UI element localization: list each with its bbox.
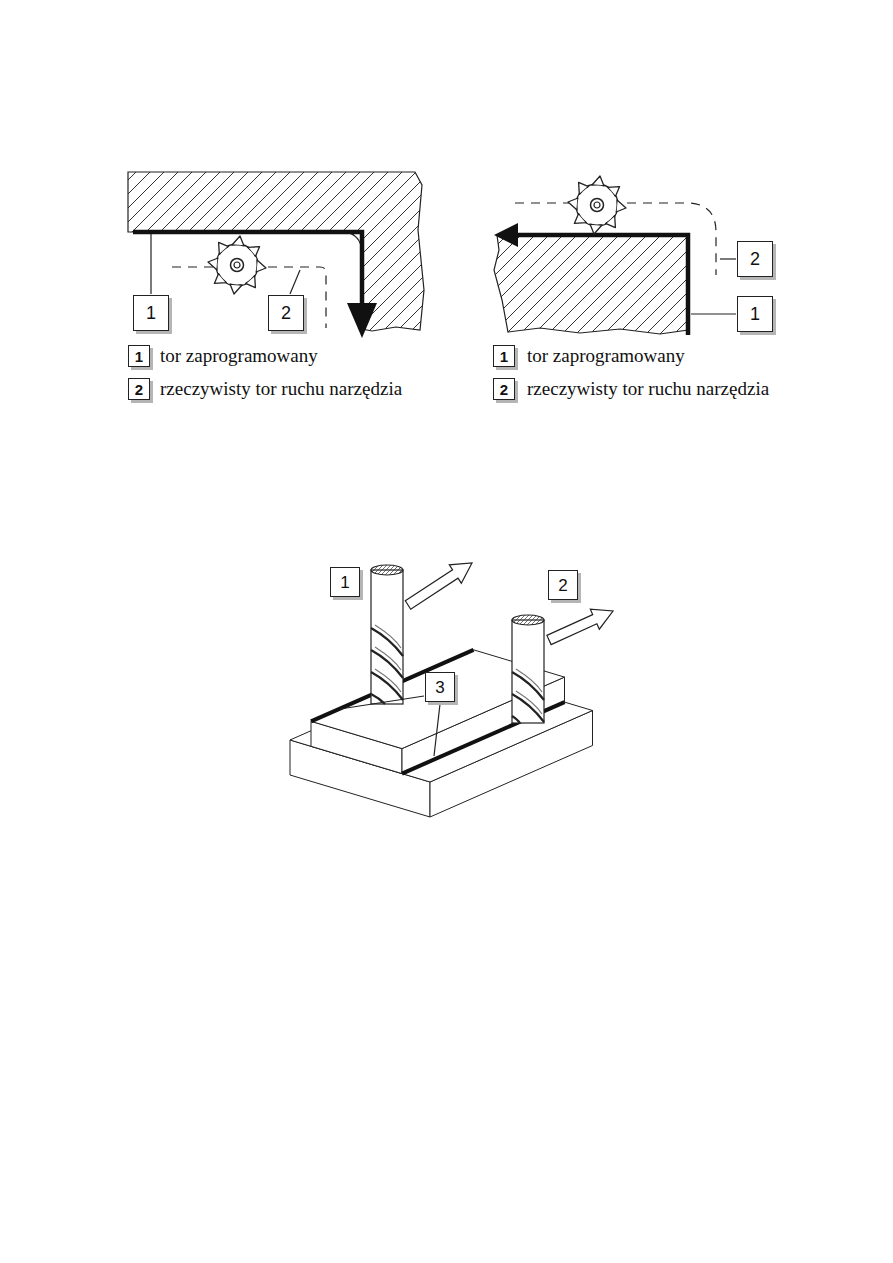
callout-box: 2 xyxy=(493,378,515,400)
callout-box: 2 xyxy=(268,295,304,331)
callout-box: 1 xyxy=(330,567,360,597)
legend-text: rzeczywisty tor ruchu narzędzia xyxy=(160,378,402,400)
end-mill xyxy=(371,563,472,704)
callout-box: 2 xyxy=(548,570,578,600)
legend-text: rzeczywisty tor ruchu narzędzia xyxy=(527,378,769,400)
callout-number: 1 xyxy=(750,305,760,323)
right-figure xyxy=(494,176,736,335)
end-mill xyxy=(512,609,613,723)
leader-line xyxy=(340,696,440,756)
callout-number: 1 xyxy=(340,574,349,591)
callout-box: 1 xyxy=(133,295,169,331)
callout-number: 3 xyxy=(435,679,444,696)
callout-box: 1 xyxy=(128,345,150,367)
legend-text: tor zaprogramowany xyxy=(527,345,685,367)
milling-block xyxy=(290,650,593,817)
callout-number: 2 xyxy=(750,250,760,268)
callout-box: 2 xyxy=(737,241,773,277)
callout-number: 2 xyxy=(558,577,567,594)
callout-number: 2 xyxy=(281,304,291,322)
callout-box: 1 xyxy=(493,345,515,367)
callout-number: 1 xyxy=(146,304,156,322)
legend-text: tor zaprogramowany xyxy=(160,345,318,367)
callout-number: 2 xyxy=(135,382,143,397)
callout-box: 3 xyxy=(425,672,455,702)
left-figure xyxy=(128,172,424,338)
callout-number: 2 xyxy=(500,382,508,397)
callout-box: 2 xyxy=(128,378,150,400)
callout-number: 1 xyxy=(135,349,143,364)
callout-box: 1 xyxy=(737,296,773,332)
callout-number: 1 xyxy=(500,349,508,364)
